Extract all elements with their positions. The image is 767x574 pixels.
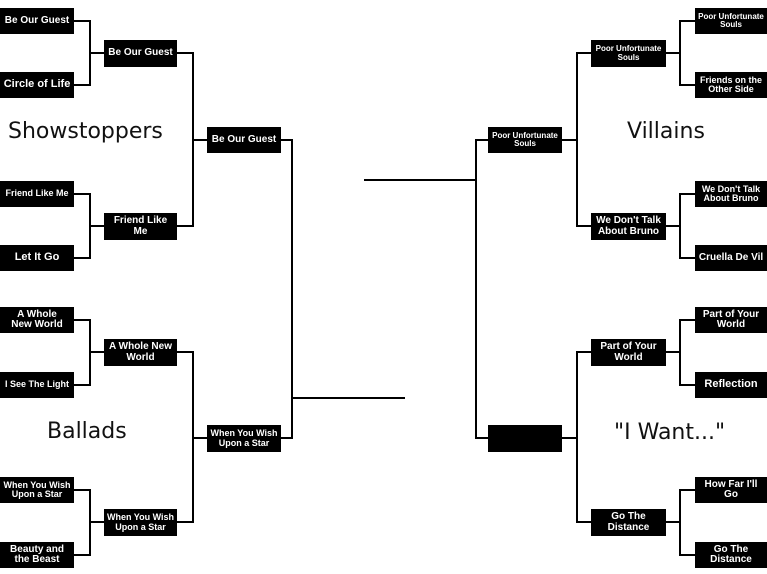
bracket-connector [281, 139, 405, 439]
bracket-connector [177, 52, 207, 227]
bracket-connector [177, 351, 207, 523]
bracket-slot: Go The Distance [695, 542, 767, 568]
bracket-slot: We Don't Talk About Bruno [695, 181, 767, 207]
bracket-connector [666, 319, 695, 386]
bracket-slot: Be Our Guest [207, 127, 281, 153]
bracket-slot: I See The Light [0, 372, 74, 398]
bracket-slot: A Whole New World [104, 339, 177, 366]
region-showstoppers: Showstoppers [8, 119, 163, 144]
bracket-slot: Friend Like Me [104, 213, 177, 240]
bracket-slot: Poor Unfortunate Souls [591, 40, 666, 67]
bracket-slot: Be Our Guest [0, 8, 74, 34]
bracket-connector [74, 489, 104, 556]
region-i-want: "I Want..." [614, 420, 726, 445]
bracket-slot: Go The Distance [591, 509, 666, 536]
region-villains: Villains [627, 119, 705, 144]
bracket-connector [74, 319, 104, 386]
bracket-slot: Cruella De Vil [695, 245, 767, 271]
bracket-slot: We Don't Talk About Bruno [591, 213, 666, 240]
bracket-connector [666, 489, 695, 556]
bracket-slot: How Far I'll Go [695, 477, 767, 503]
bracket-slot: When You Wish Upon a Star [0, 477, 74, 503]
bracket-slot: Poor Unfortunate Souls [695, 8, 767, 34]
bracket-connector [74, 193, 104, 259]
bracket-slot: A Whole New World [0, 307, 74, 333]
bracket-slot: Friends on the Other Side [695, 72, 767, 98]
bracket-connector [74, 20, 104, 86]
bracket-slot: Circle of Life [0, 72, 74, 98]
bracket-connector [666, 193, 695, 259]
bracket-slot-empty [488, 425, 562, 452]
bracket-slot: Be Our Guest [104, 40, 177, 67]
bracket-slot: Beauty and the Beast [0, 542, 74, 568]
bracket-slot: Part of Your World [591, 339, 666, 366]
bracket-slot: When You Wish Upon a Star [207, 425, 281, 452]
bracket-slot: Part of Your World [695, 307, 767, 333]
bracket-slot: When You Wish Upon a Star [104, 509, 177, 536]
bracket-connector [562, 52, 591, 227]
bracket-slot: Reflection [695, 372, 767, 398]
bracket-slot: Let It Go [0, 245, 74, 271]
bracket-connector [666, 20, 695, 86]
bracket-slot: Poor Unfortunate Souls [488, 127, 562, 153]
region-ballads: Ballads [47, 419, 127, 444]
bracket-connector [562, 351, 591, 523]
bracket-connector [364, 139, 488, 439]
bracket-slot: Friend Like Me [0, 181, 74, 207]
